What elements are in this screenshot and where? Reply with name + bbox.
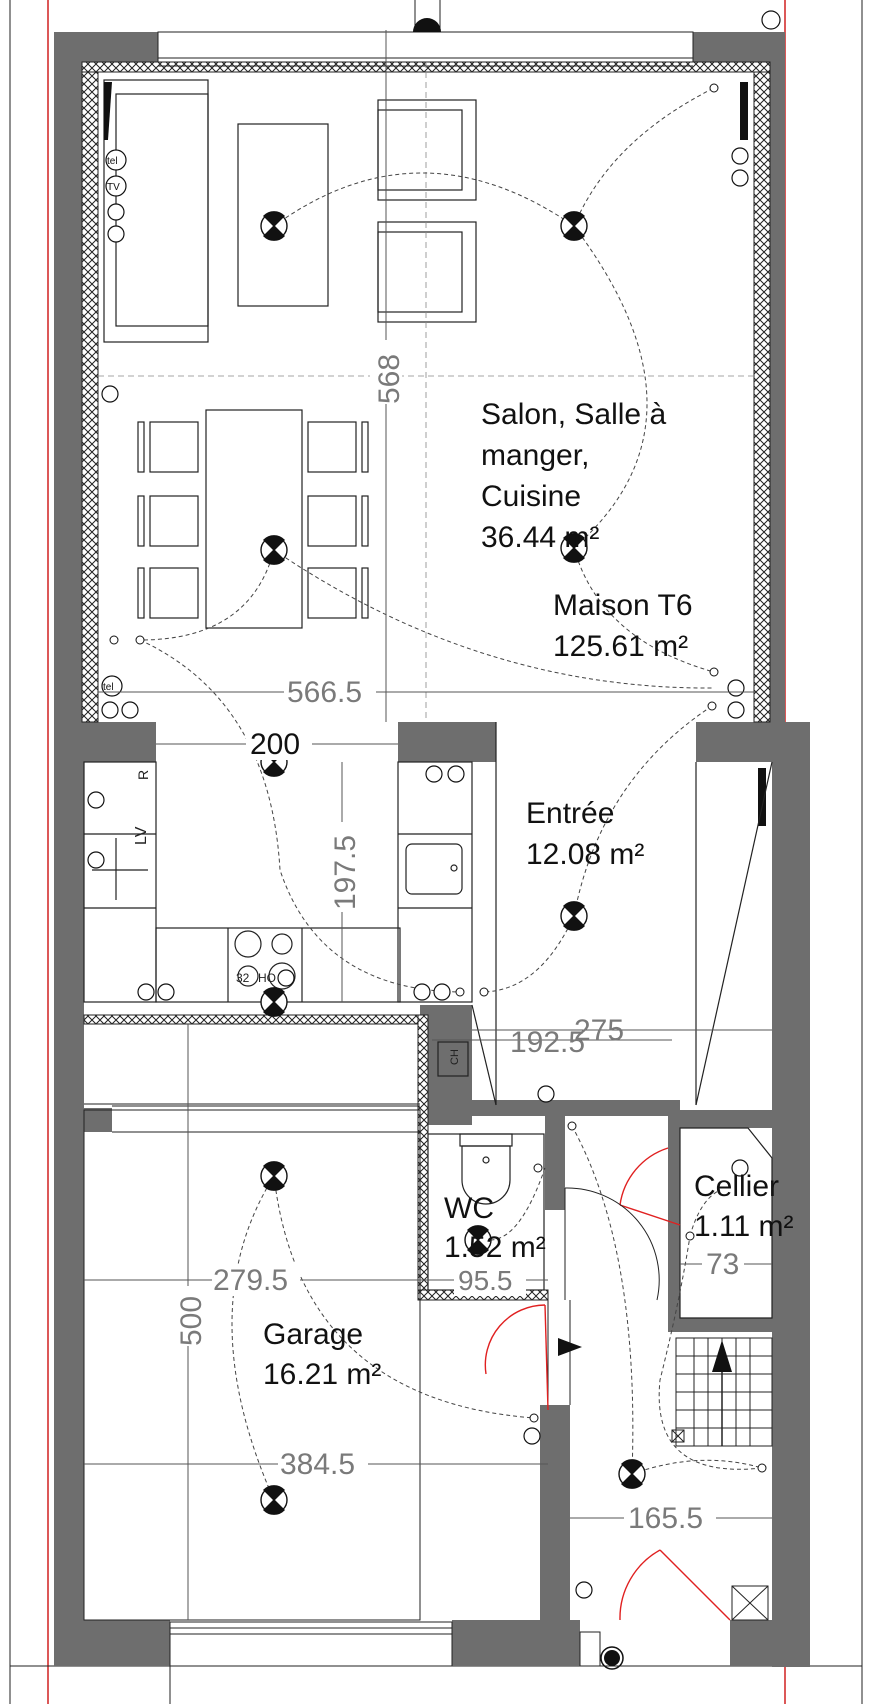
interior-door-arcs: [564, 1187, 660, 1301]
light-wc: [464, 1225, 492, 1255]
dim-kitchen-width: 200: [250, 728, 300, 761]
light-kitchen-area: [560, 533, 588, 563]
electrical-wiring: [139, 87, 763, 1501]
salon-label-line1: Salon, Salle à: [481, 398, 666, 431]
salon-area: 36.44 m²: [481, 521, 599, 554]
dim-kitchen-height: 197.5: [329, 835, 362, 910]
maison-area: 125.61 m²: [553, 630, 688, 663]
kitchen: [83, 761, 473, 1003]
light-switches: [109, 83, 767, 1473]
entree-fixtures: [437, 722, 773, 1106]
tel-socket-label-2: tel: [103, 682, 114, 693]
axis-lines: [98, 62, 754, 722]
hotplate-label: 32: [236, 971, 250, 985]
cellier-area: 1.11 m²: [694, 1210, 793, 1243]
dim-salon-height: 568: [373, 354, 406, 404]
cellier-name: Cellier: [694, 1170, 779, 1203]
tv-socket-label: TV: [107, 182, 120, 193]
radiator-ch-label: CH: [449, 1049, 461, 1065]
light-stairs: [618, 1459, 646, 1489]
kitchen-rail: [84, 1103, 420, 1111]
door-swings: [484, 1147, 731, 1621]
dim-garage-height: 500: [175, 1296, 208, 1346]
bottom-window: [169, 1621, 453, 1704]
light-salon-1: [260, 211, 288, 241]
dim-garage-width-top: 279.5: [213, 1264, 288, 1297]
stair-up-arrow: [712, 1340, 732, 1372]
salon-label-line2: manger,: [481, 439, 589, 472]
dim-corridor-a: 192.5: [510, 1026, 585, 1059]
sheet-frame: [9, 0, 863, 1704]
light-salon-2: [560, 211, 588, 241]
light-dining: [260, 535, 288, 565]
wc-name: WC: [444, 1192, 494, 1225]
entree-area: 12.08 m²: [526, 838, 644, 871]
light-garage-1: [260, 1161, 288, 1191]
garage-area: 16.21 m²: [263, 1358, 381, 1391]
light-entree: [560, 901, 588, 931]
room-labels: Salon, Salle à manger, Cuisine 36.44 m² …: [263, 398, 793, 1391]
tel-socket-label: tel: [107, 156, 118, 167]
kitchen-r-label: R: [135, 770, 151, 780]
light-garage-2: [260, 1485, 288, 1515]
wc-area: 1.52 m²: [444, 1231, 546, 1264]
dim-garage-width-bottom: 384.5: [280, 1448, 355, 1481]
salon-furniture: [103, 79, 477, 629]
dim-cellier-width: 73: [706, 1248, 739, 1281]
garage-structure: [83, 1105, 571, 1621]
dim-corridor-b: 275: [574, 1014, 624, 1047]
top-window: [157, 0, 694, 67]
staircase: [671, 1337, 773, 1621]
maison-name: Maison T6: [553, 589, 693, 622]
front-door: [579, 1631, 624, 1670]
salon-label-line3: Cuisine: [481, 480, 581, 513]
kitchen-lv-label: LV: [133, 826, 150, 845]
dimension-lines: [84, 30, 772, 1620]
tel-tv-sockets: [101, 149, 127, 697]
dim-salon-width: 566.5: [287, 676, 362, 709]
shutter-markers: [104, 82, 766, 826]
garage-name: Garage: [263, 1318, 363, 1351]
dimension-labels: 568 566.5 200 197.5 192.5 275 279.5 95.5…: [172, 340, 744, 1535]
light-kitchen-2: [260, 987, 288, 1017]
hotplate-label-b: HO: [258, 971, 276, 985]
garage-door-arrow: [558, 1338, 582, 1356]
dim-wc-width: 95.5: [458, 1265, 513, 1296]
entree-name: Entrée: [526, 797, 614, 830]
cellier-walls: [679, 1127, 773, 1319]
dim-stair-width: 165.5: [628, 1502, 703, 1535]
outer-walls: [54, 32, 810, 1667]
